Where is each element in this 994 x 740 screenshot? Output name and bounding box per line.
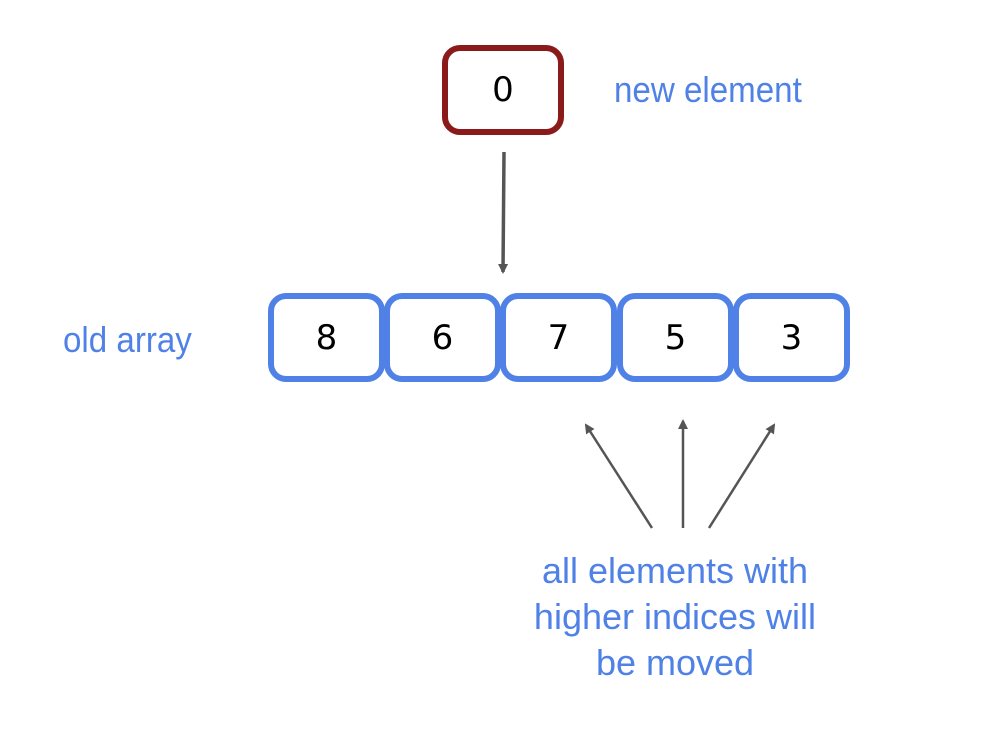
array-cell-3: 5 — [617, 293, 734, 382]
insert-arrow — [498, 151, 509, 274]
array-cell-2: 7 — [500, 293, 617, 382]
shift-arrow-left — [584, 423, 654, 529]
caption-line: higher indices will — [533, 596, 817, 637]
array-cell-value: 5 — [664, 317, 687, 358]
new-element-box: 0 — [442, 45, 564, 135]
caption-line: be moved — [595, 642, 755, 683]
array-cell-0: 8 — [268, 293, 385, 382]
new-element-label: new element — [614, 69, 802, 110]
array-cell-1: 6 — [384, 293, 501, 382]
caption-line: all elements with — [541, 550, 809, 591]
array-cell-value: 3 — [780, 317, 803, 358]
array-cell-4: 3 — [733, 293, 850, 382]
array-cell-value: 7 — [547, 317, 570, 358]
array-cell-value: 6 — [431, 317, 454, 358]
shift-arrow-right — [707, 423, 776, 529]
shift-caption: all elements with higher indices will be… — [505, 548, 845, 686]
old-array-label: old array — [63, 319, 192, 360]
new-element-value: 0 — [492, 70, 514, 110]
array-cell-value: 8 — [315, 317, 338, 358]
